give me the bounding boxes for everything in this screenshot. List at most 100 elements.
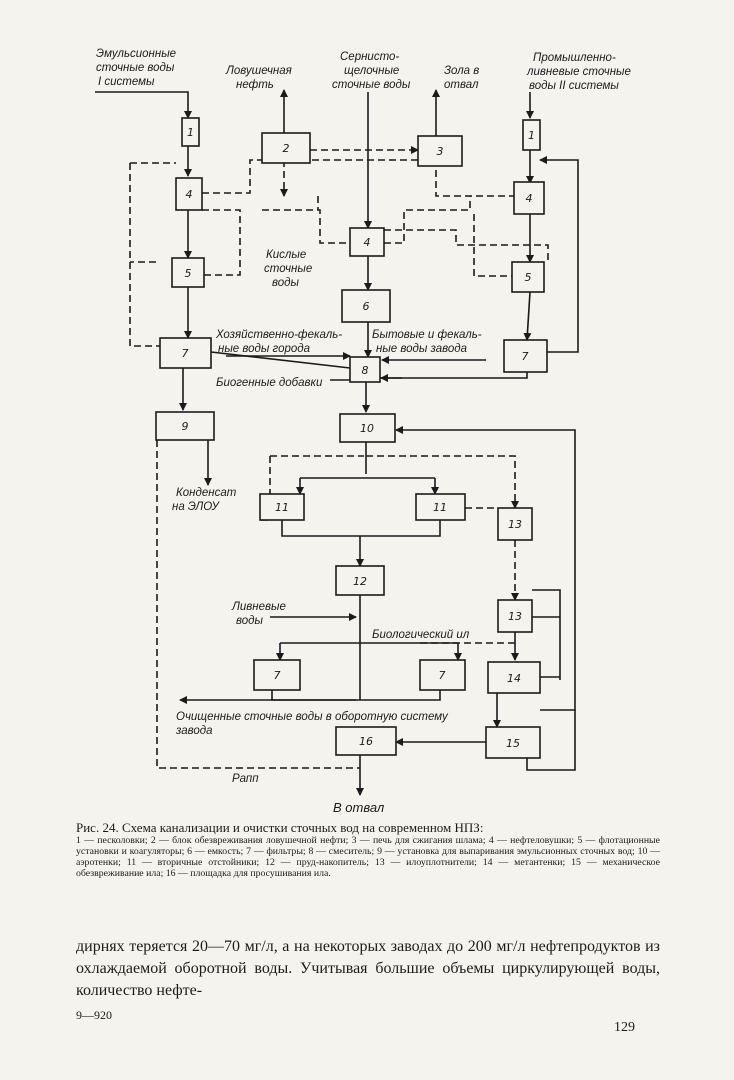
dashed-flow-lines [129, 146, 549, 769]
svg-text:Очищенные сточные воды в оборо: Очищенные сточные воды в оборотную систе… [176, 711, 449, 723]
svg-text:Сернисто-: Сернисто- [340, 51, 399, 63]
label-biogenic: Биогенные добавки [216, 377, 323, 389]
label-rapp: Рапп [232, 773, 259, 785]
label-storm-water: Ливневые воды [231, 601, 286, 627]
box-11a: 11 [259, 493, 305, 521]
box-10-num: 10 [360, 422, 374, 435]
box-7d-num: 7 [439, 669, 446, 682]
box-13b-num: 13 [508, 610, 522, 623]
svg-text:завода: завода [175, 725, 213, 737]
svg-text:сточные: сточные [264, 263, 312, 275]
box-7a: 7 [159, 337, 212, 369]
svg-text:Ловушечная: Ловушечная [225, 65, 292, 77]
svg-text:I системы: I системы [98, 76, 155, 88]
box-6-num: 6 [363, 300, 370, 313]
svg-text:ные воды города: ные воды города [218, 343, 310, 355]
svg-text:отвал: отвал [444, 79, 479, 91]
box-5a: 5 [171, 257, 205, 288]
box-16: 16 [335, 726, 397, 756]
page-number: 129 [614, 1020, 635, 1035]
label-domestic-plant: Бытовые и фекаль- ные воды завода [372, 329, 482, 355]
box-9-num: 9 [182, 420, 189, 433]
label-domestic-city: Хозяйственно-фекаль- ные воды города [215, 329, 342, 355]
box-15: 15 [485, 726, 541, 759]
label-emulsion-water: Эмульсионные сточные воды I системы [96, 48, 176, 88]
box-12: 12 [335, 565, 385, 596]
box-3: 3 [417, 135, 463, 167]
box-12-num: 12 [353, 575, 367, 588]
box-7a-num: 7 [182, 347, 189, 360]
solid-flow-lines [95, 89, 579, 796]
svg-text:Конденсат: Конденсат [176, 487, 237, 499]
box-13a-num: 13 [508, 518, 522, 531]
box-3-num: 3 [437, 145, 444, 158]
svg-text:ливневые сточные: ливневые сточные [526, 66, 631, 78]
label-trap-oil: Ловушечная нефть [225, 65, 292, 91]
box-7c: 7 [253, 659, 301, 691]
box-5b-num: 5 [525, 271, 532, 284]
svg-text:Зола в: Зола в [444, 65, 479, 77]
box-7c-num: 7 [274, 669, 281, 682]
svg-text:сточные воды: сточные воды [332, 79, 411, 91]
svg-text:воды: воды [272, 277, 300, 289]
box-4c: 4 [349, 227, 385, 257]
svg-text:сточные воды: сточные воды [96, 62, 175, 74]
box-7b: 7 [503, 339, 548, 373]
svg-text:на ЭЛОУ: на ЭЛОУ [172, 501, 220, 513]
wastewater-scheme-diagram: 1 1 2 3 4 4 4 5 5 6 7 7 [95, 48, 631, 815]
box-4a: 4 [175, 177, 203, 211]
label-industrial-storm: Промышленно- ливневые сточные воды II си… [526, 52, 631, 92]
caption-legend: 1 — песколовки; 2 — блок обезвреживания … [76, 835, 660, 879]
box-8: 8 [349, 356, 381, 383]
box-1a: 1 [181, 117, 200, 147]
box-14-num: 14 [507, 672, 521, 685]
box-11b: 11 [415, 493, 466, 521]
box-4b: 4 [513, 181, 545, 215]
printer-signature: 9—920 [76, 1008, 112, 1022]
box-2-num: 2 [283, 142, 290, 155]
box-14: 14 [487, 661, 541, 694]
box-13a: 13 [497, 507, 533, 541]
svg-text:Бытовые и фекаль-: Бытовые и фекаль- [372, 329, 482, 341]
label-sulfur-alkaline: Сернисто- щелочные сточные воды [332, 51, 411, 91]
svg-text:Хозяйственно-фекаль-: Хозяйственно-фекаль- [215, 329, 342, 341]
svg-text:Промышленно-: Промышленно- [533, 52, 616, 64]
body-text: дирнях теряется 20—70 мг/л, а на некотор… [76, 938, 660, 999]
box-1b: 1 [522, 119, 541, 151]
label-acid-water: Кислые сточные воды [264, 249, 312, 289]
label-bio-sludge: Биологический ил [372, 629, 470, 641]
box-13b: 13 [497, 599, 533, 633]
box-11b-num: 11 [433, 501, 447, 514]
box-6: 6 [341, 289, 391, 323]
svg-text:Эмульсионные: Эмульсионные [96, 48, 176, 60]
svg-text:нефть: нефть [236, 79, 274, 91]
box-4b-num: 4 [526, 192, 533, 205]
box-10: 10 [339, 413, 396, 443]
caption-title: Рис. 24. Схема канализации и очистки сто… [76, 820, 484, 835]
label-ash: Зола в отвал [444, 65, 479, 91]
svg-text:воды: воды [236, 615, 264, 627]
label-condensate: Конденсат на ЭЛОУ [172, 487, 237, 513]
svg-text:воды II системы: воды II системы [529, 80, 619, 92]
label-dump: В отвал [333, 800, 385, 815]
svg-text:ные воды завода: ные воды завода [376, 343, 467, 355]
box-1b-num: 1 [528, 129, 535, 142]
box-4c-num: 4 [364, 236, 371, 249]
box-15-num: 15 [506, 737, 520, 750]
box-5b: 5 [511, 261, 545, 293]
box-7d: 7 [419, 659, 466, 691]
svg-text:Ливневые: Ливневые [231, 601, 286, 613]
label-treated-water: Очищенные сточные воды в оборотную систе… [175, 711, 449, 737]
svg-text:Кислые: Кислые [266, 249, 306, 261]
box-4a-num: 4 [186, 188, 193, 201]
box-5a-num: 5 [185, 267, 192, 280]
box-9: 9 [155, 411, 215, 441]
box-11a-num: 11 [275, 501, 289, 514]
box-8-num: 8 [362, 364, 369, 377]
box-7b-num: 7 [522, 350, 529, 363]
figure-caption: Рис. 24. Схема канализации и очистки сто… [76, 820, 660, 879]
svg-text:щелочные: щелочные [344, 65, 399, 77]
box-2: 2 [261, 132, 311, 164]
box-16-num: 16 [359, 735, 373, 748]
box-1a-num: 1 [187, 126, 194, 139]
